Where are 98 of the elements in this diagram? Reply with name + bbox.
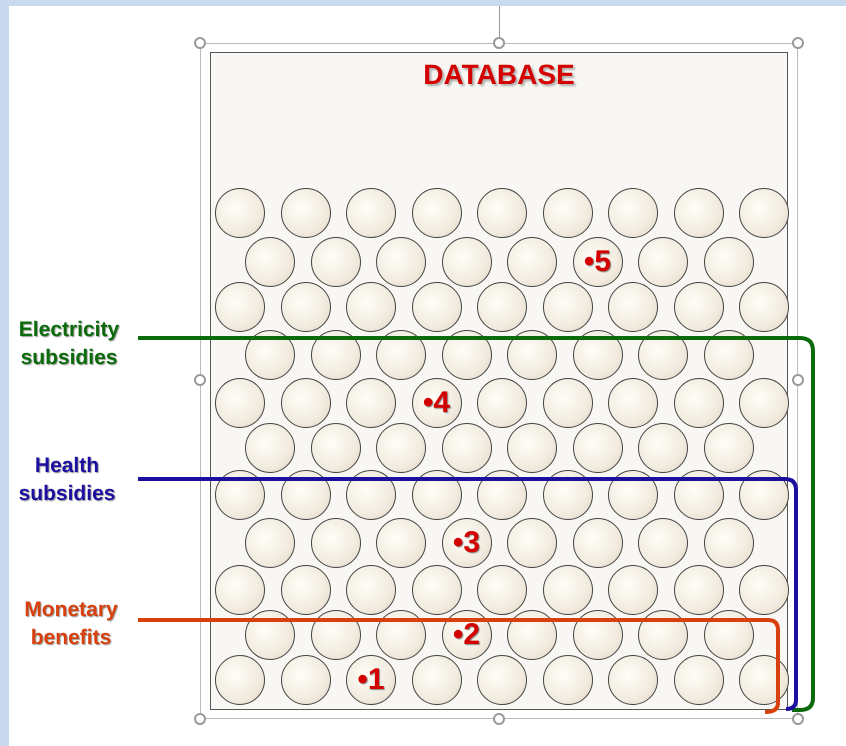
numbered-circle: •3: [442, 518, 492, 568]
circle: [280, 378, 330, 428]
circle: [280, 565, 330, 615]
circle: [245, 330, 295, 380]
circle: [412, 282, 462, 332]
circle: [477, 378, 527, 428]
circle: [477, 470, 527, 520]
circle: [674, 282, 724, 332]
circle: [346, 378, 396, 428]
circle: [245, 237, 295, 287]
circle: [310, 518, 360, 568]
circle: [674, 378, 724, 428]
numbered-circle: •2: [442, 610, 492, 660]
circle: [638, 518, 688, 568]
circle: [507, 330, 557, 380]
circle: [376, 610, 426, 660]
circle: [215, 282, 265, 332]
circle: [739, 565, 789, 615]
circle: [739, 188, 789, 238]
circle: [674, 188, 724, 238]
container-title: DATABASE: [423, 59, 575, 90]
circle: [542, 470, 592, 520]
circle: [608, 378, 658, 428]
circle: [704, 330, 754, 380]
circle: [704, 237, 754, 287]
circle: [245, 518, 295, 568]
circle: [346, 282, 396, 332]
circle: [280, 655, 330, 705]
circle: [215, 378, 265, 428]
circle: [608, 188, 658, 238]
circle: [542, 565, 592, 615]
circle: [608, 470, 658, 520]
circle: [608, 282, 658, 332]
circle: [346, 188, 396, 238]
circle: [412, 565, 462, 615]
circle: [376, 237, 426, 287]
circle: [477, 655, 527, 705]
category-label: Monetary benefits: [23, 597, 119, 651]
circle: [704, 610, 754, 660]
circle: [376, 518, 426, 568]
circle: [310, 423, 360, 473]
circle: [412, 470, 462, 520]
circle: [608, 655, 658, 705]
circle: [280, 282, 330, 332]
numbered-circle: •5: [572, 237, 622, 287]
circle: [245, 610, 295, 660]
circle: [477, 282, 527, 332]
circle: [215, 470, 265, 520]
circle: [507, 423, 557, 473]
circle: [674, 565, 724, 615]
category-label: Health subsidies: [18, 453, 116, 507]
numbered-circle: •4: [412, 378, 462, 428]
circle: [442, 423, 492, 473]
circle: [412, 655, 462, 705]
circle: [542, 378, 592, 428]
circle: [704, 423, 754, 473]
circle: [442, 330, 492, 380]
circle: [739, 470, 789, 520]
circle: [638, 237, 688, 287]
circle: [310, 610, 360, 660]
numbered-circle: •1: [346, 655, 396, 705]
circle: [215, 188, 265, 238]
circle: [542, 655, 592, 705]
circle: [542, 282, 592, 332]
circle: [507, 237, 557, 287]
circle: [704, 518, 754, 568]
circle: [477, 188, 527, 238]
circle: [376, 330, 426, 380]
circle: [215, 655, 265, 705]
circle: [507, 610, 557, 660]
circle: [376, 423, 426, 473]
circle: [572, 423, 622, 473]
circle: [310, 330, 360, 380]
circle: [739, 282, 789, 332]
circle: [280, 188, 330, 238]
circle: [608, 565, 658, 615]
circle: [507, 518, 557, 568]
circle: [572, 518, 622, 568]
circle: [638, 330, 688, 380]
circle: [572, 330, 622, 380]
category-label: Electricity subsidies: [18, 317, 120, 371]
circle: [215, 565, 265, 615]
circle: [638, 610, 688, 660]
circle: [346, 470, 396, 520]
circle: [542, 188, 592, 238]
circle: [572, 610, 622, 660]
circle: [346, 565, 396, 615]
circle: [638, 423, 688, 473]
circle: [280, 470, 330, 520]
circle: [310, 237, 360, 287]
circle: [412, 188, 462, 238]
circle: [477, 565, 527, 615]
circle: [739, 378, 789, 428]
circle: [674, 655, 724, 705]
circle: [245, 423, 295, 473]
circle: [442, 237, 492, 287]
circle: [674, 470, 724, 520]
circle: [739, 655, 789, 705]
